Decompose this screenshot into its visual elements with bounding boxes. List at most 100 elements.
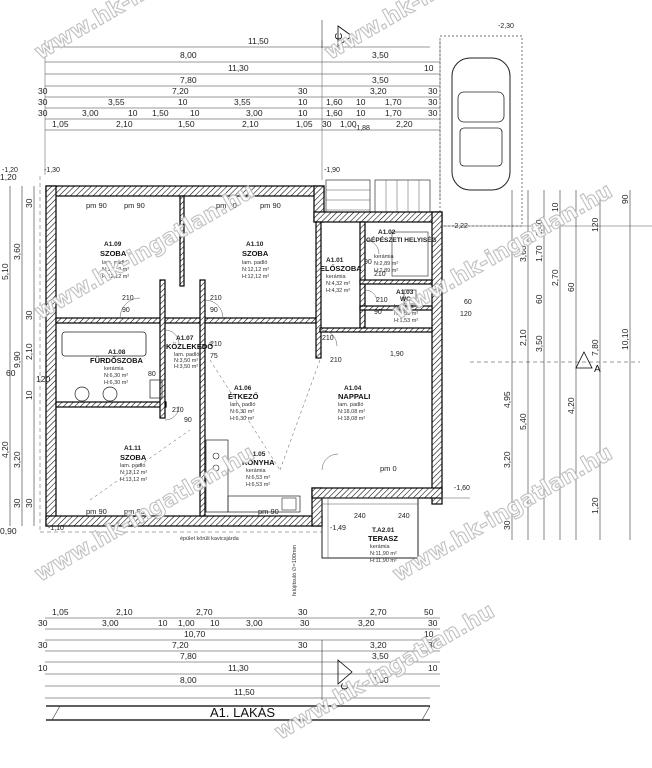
room-name: TERASZ <box>368 534 398 543</box>
opening-dim: 120 <box>460 311 472 318</box>
left-dim: 30 <box>24 310 34 320</box>
opening-dim: 240 <box>354 513 366 520</box>
bathtub-icon <box>61 331 147 357</box>
right-dim: 1,20 <box>590 497 600 514</box>
carport <box>439 35 523 227</box>
sink-icon <box>102 386 118 402</box>
room-net-area: N:12,12 m² <box>102 267 129 273</box>
top-dim-r7-4: 10 <box>190 108 200 118</box>
section-marker-top: C <box>321 20 353 48</box>
bot-dim-r2: 3,00 <box>246 618 263 628</box>
toilet-icon <box>403 289 417 305</box>
bot-dim-r4: 30 <box>38 640 48 650</box>
right-dim: 3,20 <box>502 451 512 468</box>
room-floor: kerámia <box>374 254 395 260</box>
opening-dim: 210 <box>376 297 388 304</box>
opening-dim: 90 <box>122 307 130 314</box>
top-dim-r7-10: 30 <box>428 108 438 118</box>
top-dim-r7-3: 1,50 <box>152 108 169 118</box>
top-dim-r5-0: 30 <box>38 86 48 96</box>
top-dim-r4-0: 7,80 <box>180 75 197 85</box>
fixtures <box>61 231 429 513</box>
pm-label: pm 90 <box>260 201 281 210</box>
section-label-right: A <box>594 364 601 375</box>
room-net-area: N:18,08 m² <box>338 409 365 415</box>
kitchen-counter <box>205 439 229 513</box>
opening-dim: 210 <box>210 295 222 302</box>
top-dim-r5-1: 7,20 <box>172 86 189 96</box>
left-dim: 4,20 <box>0 441 10 458</box>
top-dim-r6-8: 30 <box>428 97 438 107</box>
level-mark: -1,88 <box>354 125 370 132</box>
top-dim-r6-7: 1,70 <box>385 97 402 107</box>
top-dim-r8-4: 1,05 <box>296 119 313 129</box>
boiler-icon <box>391 231 429 277</box>
opening-dim: 1,90 <box>390 351 404 358</box>
watermark-text: www.hk-ingatlan.hu <box>389 179 617 325</box>
bot-dim-r1: 50 <box>424 607 434 617</box>
room-gross-area: H:6,30 m² <box>104 380 128 386</box>
room-gross-area: H:4,32 m² <box>326 288 350 294</box>
room-net-area: N:3,50 m² <box>174 358 198 364</box>
room-id: A1.02 <box>378 229 396 236</box>
notes: épület körüli kavicsjárda felújítsuló ∅=… <box>180 536 298 596</box>
room-floor: lam. padló <box>174 352 199 358</box>
room-name: SZOBA <box>120 453 147 462</box>
right-dim: 2,70 <box>550 269 560 286</box>
room-gross-area: H:2,89 m² <box>374 268 398 274</box>
opening-dim: 90 <box>364 259 372 266</box>
building-walls <box>45 185 443 527</box>
top-dim-r6-0: 30 <box>38 97 48 107</box>
bot-dim-r1: 2,70 <box>196 607 213 617</box>
top-dim-r3-0: 11,30 <box>228 63 249 73</box>
bot-dim-r6: 11,30 <box>228 663 249 673</box>
top-dim-r2-0: 8,00 <box>180 50 197 60</box>
bot-dim-r6: 10 <box>428 663 438 673</box>
room-id: A1.09 <box>104 241 122 248</box>
opening-dim: 210 <box>374 271 386 278</box>
bot-dim-r4: 3,20 <box>370 640 387 650</box>
top-dim-r8-2: 1,50 <box>178 119 195 129</box>
room-floor: lam. padló <box>242 260 267 266</box>
top-dimensions: 11,50 8,00 3,50 11,30 10 7,80 3,50 30 7,… <box>38 36 441 200</box>
opening-dim: 210 <box>122 295 134 302</box>
room-id: A1.03 <box>396 289 414 296</box>
room-id: A1.06 <box>234 385 252 392</box>
opening-dim: 80 <box>148 371 156 378</box>
room-id: A1.05 <box>248 451 266 458</box>
room-id: A1.11 <box>124 445 141 452</box>
level-mark: -2,30 <box>498 23 514 30</box>
right-dim: 120 <box>590 218 600 232</box>
room-net-area: N:13,12 m² <box>120 470 147 476</box>
sink-icon <box>74 386 90 402</box>
top-dim-r1-0: 11,50 <box>248 36 269 46</box>
level-mark: -1,90 <box>324 167 340 174</box>
room-gross-area: H:12,12 m² <box>242 274 269 280</box>
level-mark: -1,30 <box>44 167 60 174</box>
pm-label: pm 90 <box>86 507 107 516</box>
room-name: NAPPALI <box>338 392 370 401</box>
top-dim-r8-7: 2,20 <box>396 119 413 129</box>
room-floor: lam. padló <box>230 402 255 408</box>
top-dim-r7-2: 10 <box>128 108 138 118</box>
bot-dim-r2: 1,00 <box>178 618 195 628</box>
kitchen-counter <box>227 495 301 513</box>
room-net-area: N:6,30 m² <box>230 409 254 415</box>
left-dim: 0,90 <box>0 526 17 536</box>
left-dim: 2,10 <box>24 343 34 360</box>
bot-dim-r2: 3,20 <box>358 618 375 628</box>
section-marker-right: A <box>470 351 640 375</box>
top-dim-r5-4: 30 <box>428 86 438 96</box>
left-dimensions: 5,10 3,60 9,90 4,20 3,20 30 10 2,10 30 3… <box>0 172 50 536</box>
bot-dim-r2: 30 <box>38 618 48 628</box>
top-dim-r8-3: 2,10 <box>242 119 259 129</box>
bot-dim-r1: 1,05 <box>52 607 69 617</box>
room-net-area: N:6,30 m² <box>104 373 128 379</box>
room-a1-10: A1.10 SZOBA lam. padló N:12,12 m² H:12,1… <box>242 241 269 280</box>
drawing-title-text: A1. LAKÁS <box>210 705 275 720</box>
room-net-area: N:12,12 m² <box>242 267 269 273</box>
stove-icon <box>212 464 220 472</box>
bot-dim-r2: 10 <box>158 618 168 628</box>
level-mark: -2,22 <box>452 223 468 230</box>
